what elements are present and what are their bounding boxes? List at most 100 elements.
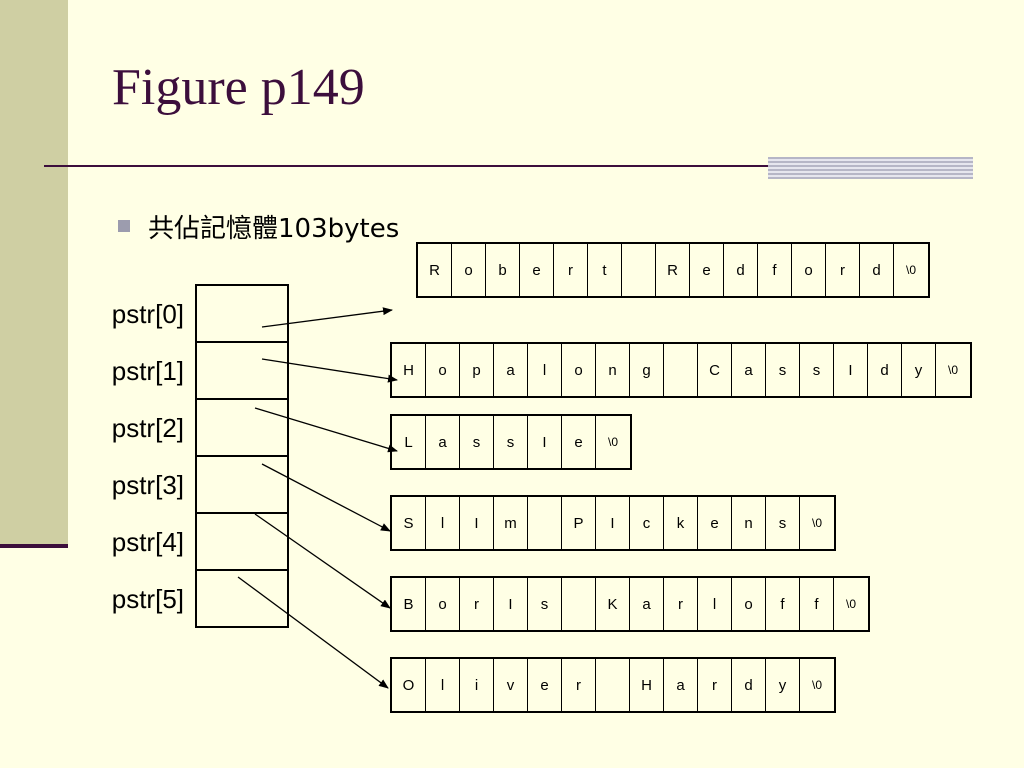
char-cell	[664, 344, 698, 396]
char-cell: I	[460, 497, 494, 549]
left-sidebar-underline	[0, 544, 68, 548]
char-cell: o	[732, 578, 766, 630]
char-cell: k	[664, 497, 698, 549]
char-cell: o	[452, 244, 486, 296]
pointer-cell	[197, 398, 287, 455]
char-cell: l	[426, 659, 460, 711]
pointer-label: pstr[3]	[111, 470, 184, 500]
char-cell: s	[494, 416, 528, 468]
char-cell: o	[562, 344, 596, 396]
pointer-label: pstr[4]	[111, 527, 184, 557]
bullet-item: 共佔記憶體103bytes	[118, 210, 400, 244]
char-cell: H	[392, 344, 426, 396]
char-cell: i	[460, 659, 494, 711]
char-cell: p	[460, 344, 494, 396]
char-cell: a	[494, 344, 528, 396]
square-bullet-icon	[118, 220, 130, 232]
char-cell: C	[698, 344, 732, 396]
pointer-cell	[197, 455, 287, 512]
pointer-cell	[197, 341, 287, 398]
char-cell	[562, 578, 596, 630]
null-terminator-cell: \0	[607, 435, 618, 449]
char-cell: r	[554, 244, 588, 296]
pointer-cell	[197, 512, 287, 569]
slide-title: Figure p149	[112, 59, 365, 116]
char-cell: e	[528, 659, 562, 711]
null-terminator-cell: \0	[811, 678, 822, 692]
char-cell: e	[698, 497, 732, 549]
char-cell: O	[392, 659, 426, 711]
char-cell: P	[562, 497, 596, 549]
char-cell: R	[656, 244, 690, 296]
pointer-cell	[197, 569, 287, 626]
char-cell: I	[528, 416, 562, 468]
char-cell: s	[766, 497, 800, 549]
char-cell: o	[792, 244, 826, 296]
char-cell: l	[528, 344, 562, 396]
char-cell: d	[732, 659, 766, 711]
char-cell: g	[630, 344, 664, 396]
pointer-cell	[197, 286, 287, 341]
char-cell: b	[486, 244, 520, 296]
char-cell: a	[426, 416, 460, 468]
title-divider	[44, 165, 772, 167]
char-cell: s	[528, 578, 562, 630]
char-cell	[596, 659, 630, 711]
char-cell: B	[392, 578, 426, 630]
pointer-label: pstr[5]	[111, 584, 184, 614]
pointer-label: pstr[2]	[111, 413, 184, 443]
char-cell: c	[630, 497, 664, 549]
null-terminator-cell: \0	[947, 363, 958, 377]
char-cell: s	[800, 344, 834, 396]
char-cell: r	[664, 578, 698, 630]
char-cell: n	[732, 497, 766, 549]
null-terminator-cell: \0	[845, 597, 856, 611]
char-cell: d	[724, 244, 758, 296]
char-cell: l	[698, 578, 732, 630]
char-cell: d	[860, 244, 894, 296]
char-cell: e	[690, 244, 724, 296]
char-cell	[622, 244, 656, 296]
char-cell: y	[766, 659, 800, 711]
char-cell: a	[664, 659, 698, 711]
char-cell: I	[494, 578, 528, 630]
char-cell: n	[596, 344, 630, 396]
char-cell: f	[800, 578, 834, 630]
null-terminator-cell: \0	[811, 516, 822, 530]
pointer-array	[195, 284, 289, 628]
bullet-text: 共佔記憶體103bytes	[148, 213, 400, 244]
char-cell: f	[766, 578, 800, 630]
char-cell: a	[732, 344, 766, 396]
char-cell: r	[460, 578, 494, 630]
char-cell: s	[460, 416, 494, 468]
char-cell: m	[494, 497, 528, 549]
null-terminator-cell: \0	[905, 263, 916, 277]
char-cell: l	[426, 497, 460, 549]
char-cell: L	[392, 416, 426, 468]
char-cell: y	[902, 344, 936, 396]
char-cell: f	[758, 244, 792, 296]
char-cell: d	[868, 344, 902, 396]
char-cell: r	[826, 244, 860, 296]
char-cell: e	[520, 244, 554, 296]
pointer-label: pstr[0]	[111, 299, 184, 329]
char-cell: I	[834, 344, 868, 396]
char-cell: v	[494, 659, 528, 711]
decorative-stripes	[768, 157, 973, 179]
char-cell: K	[596, 578, 630, 630]
char-cell: a	[630, 578, 664, 630]
char-cell: e	[562, 416, 596, 468]
char-cell: r	[562, 659, 596, 711]
char-cell: t	[588, 244, 622, 296]
pointer-label: pstr[1]	[111, 356, 184, 386]
char-cell: I	[596, 497, 630, 549]
char-cell: R	[418, 244, 452, 296]
char-cell: r	[698, 659, 732, 711]
char-cell	[528, 497, 562, 549]
char-cell: o	[426, 344, 460, 396]
char-cell: S	[392, 497, 426, 549]
